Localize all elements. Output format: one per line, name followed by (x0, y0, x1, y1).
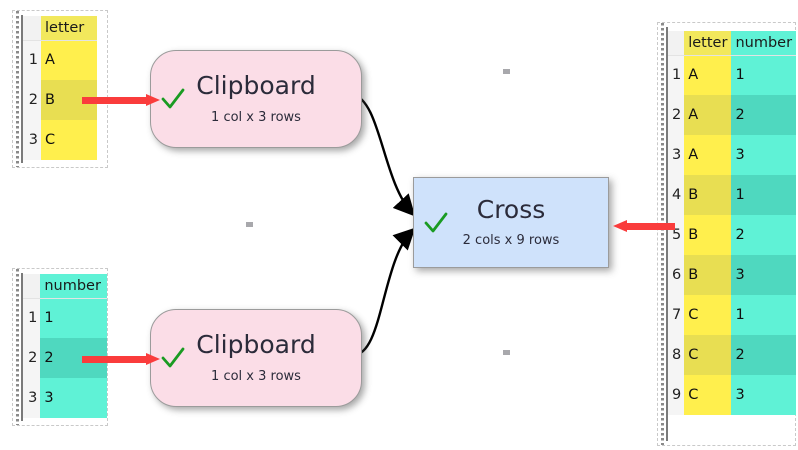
row-number[interactable]: 2 (23, 80, 41, 120)
cell-letter[interactable]: A (684, 135, 732, 175)
table-row[interactable]: 8 C 2 (668, 335, 797, 375)
selection-marquee (16, 11, 19, 167)
cell-number[interactable]: 3 (731, 375, 797, 415)
table-row[interactable]: 2 A 2 (668, 95, 797, 135)
cell-letter[interactable]: C (684, 335, 732, 375)
table-row[interactable]: 3 C (23, 120, 97, 160)
grid-dot (246, 222, 253, 227)
column-header-letter[interactable]: letter (684, 31, 732, 56)
cell-letter[interactable]: B (684, 215, 732, 255)
table-row[interactable]: 4 B 1 (668, 175, 797, 215)
check-icon (424, 212, 448, 232)
node-subtitle: 1 col x 3 rows (211, 109, 301, 125)
cell-number[interactable]: 3 (731, 255, 797, 295)
node-title: Clipboard (196, 330, 316, 360)
cell-number[interactable]: 1 (731, 175, 797, 215)
column-header-letter[interactable]: letter (41, 16, 97, 41)
row-number[interactable]: 3 (23, 378, 41, 418)
table-row[interactable]: 3 A 3 (668, 135, 797, 175)
node-cross[interactable]: Cross 2 cols x 9 rows (413, 177, 609, 268)
cell-letter[interactable]: C (684, 375, 732, 415)
row-number[interactable]: 2 (23, 338, 41, 378)
arrow-head (146, 353, 160, 365)
cell-letter[interactable]: A (684, 55, 732, 95)
cell-letter[interactable]: B (684, 255, 732, 295)
cell-number[interactable]: 1 (731, 295, 797, 335)
selection-marquee (661, 23, 664, 445)
cell-letter[interactable]: B (684, 175, 732, 215)
row-number[interactable]: 4 (668, 175, 685, 215)
row-number[interactable]: 6 (668, 255, 685, 295)
table-row[interactable]: 2 2 (23, 338, 107, 378)
node-subtitle: 2 cols x 9 rows (462, 233, 560, 249)
grid-dot (503, 69, 510, 74)
cell-number[interactable]: 1 (40, 298, 107, 338)
table-row[interactable]: 3 3 (23, 378, 107, 418)
arrow-shaft (82, 356, 147, 363)
corner-cell (668, 31, 685, 56)
selection-marquee (16, 269, 19, 425)
cell-letter[interactable]: C (684, 295, 732, 335)
cell-number[interactable]: 2 (731, 95, 797, 135)
table-frame (21, 15, 103, 163)
cell-letter[interactable]: A (684, 95, 732, 135)
table-row[interactable]: 1 A 1 (668, 55, 797, 95)
cell-number[interactable]: 1 (731, 55, 797, 95)
cell-letter[interactable]: C (41, 120, 97, 160)
row-number[interactable]: 7 (668, 295, 685, 335)
cell-number[interactable]: 3 (731, 135, 797, 175)
node-title: Cross (476, 194, 546, 224)
check-icon (161, 88, 185, 109)
grid-dot (503, 350, 510, 355)
cell-number[interactable]: 2 (731, 215, 797, 255)
node-subtitle: 1 col x 3 rows (211, 368, 301, 384)
node-title: Clipboard (196, 71, 316, 101)
pointer-arrow-to-clipboard-bottom (82, 353, 160, 365)
table-header-row: number (23, 274, 107, 299)
table-row[interactable]: 9 C 3 (668, 375, 797, 415)
corner-cell (23, 274, 41, 299)
pointer-arrow-to-result-table (613, 220, 675, 232)
column-header-number[interactable]: number (731, 31, 797, 56)
table-grid: number 1 1 2 2 3 3 (23, 274, 107, 418)
letter-source-table[interactable]: letter 1 A 2 B 3 C (12, 10, 108, 168)
column-header-number[interactable]: number (40, 274, 107, 299)
arrow-head (613, 220, 627, 232)
node-clipboard-top[interactable]: Clipboard 1 col x 3 rows (150, 50, 362, 148)
row-number[interactable]: 1 (23, 298, 41, 338)
table-row[interactable]: 2 B (23, 80, 97, 120)
cell-number[interactable]: 3 (40, 378, 107, 418)
table-row[interactable]: 1 A (23, 40, 97, 80)
row-number[interactable]: 2 (668, 95, 685, 135)
row-number[interactable]: 3 (23, 120, 41, 160)
row-number[interactable]: 1 (668, 55, 685, 95)
table-row[interactable]: 7 C 1 (668, 295, 797, 335)
cross-result-table[interactable]: letter number 1 A 1 2 A 2 3 A 3 (657, 22, 797, 446)
table-frame (666, 27, 791, 441)
check-icon (161, 347, 185, 368)
pointer-arrow-to-clipboard-top (82, 94, 160, 106)
row-number[interactable]: 1 (23, 40, 41, 80)
corner-cell (23, 16, 41, 41)
table-row[interactable]: 1 1 (23, 298, 107, 338)
table-grid: letter 1 A 2 B 3 C (23, 16, 97, 160)
arrow-head (146, 94, 160, 106)
cell-number[interactable]: 2 (731, 335, 797, 375)
table-row[interactable]: 5 B 2 (668, 215, 797, 255)
number-source-table[interactable]: number 1 1 2 2 3 3 (12, 268, 108, 426)
table-frame (21, 273, 103, 421)
row-number[interactable]: 8 (668, 335, 685, 375)
arrow-shaft (626, 223, 675, 230)
table-row[interactable]: 6 B 3 (668, 255, 797, 295)
table-header-row: letter (23, 16, 97, 41)
table-header-row: letter number (668, 31, 797, 56)
row-number[interactable]: 3 (668, 135, 685, 175)
row-number[interactable]: 9 (668, 375, 685, 415)
table-grid: letter number 1 A 1 2 A 2 3 A 3 (668, 31, 797, 415)
node-clipboard-bottom[interactable]: Clipboard 1 col x 3 rows (150, 309, 362, 407)
cell-letter[interactable]: A (41, 40, 97, 80)
arrow-shaft (82, 97, 147, 104)
